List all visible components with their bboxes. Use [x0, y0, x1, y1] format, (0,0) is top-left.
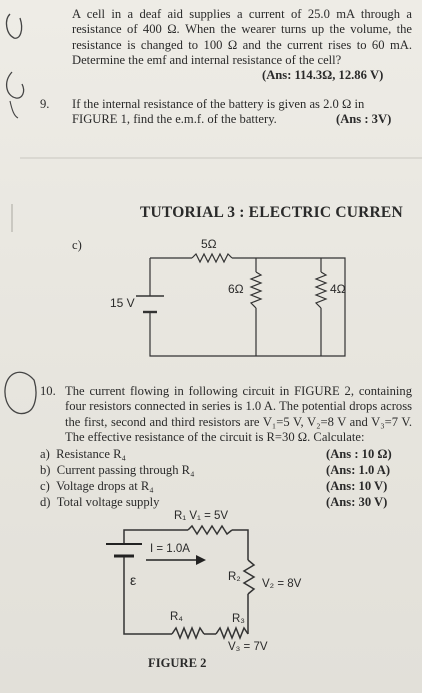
fig2-r2-label: R₂	[228, 571, 241, 583]
problem-10-text: The current flowing in following circuit…	[65, 384, 412, 444]
question-d-answer: (Ans: 30 V)	[326, 495, 388, 509]
fig2-top-right-wire	[232, 529, 249, 560]
problem-a-answer: (Ans: 114.3Ω, 12.86 V)	[262, 68, 384, 82]
fig2-r4-label: R₄	[170, 611, 183, 623]
resistor-r1	[187, 524, 233, 536]
question-b-text: b) Current passing through R₄	[40, 463, 195, 477]
fig2-emf-label: ε	[130, 572, 137, 588]
fig2-v2-label: V₂ = 8V	[262, 578, 302, 590]
problem-9-answer: (Ans : 3V)	[336, 112, 392, 126]
resistor-5ohm-label: 5Ω	[201, 237, 217, 251]
question-d-text: d) Total voltage supply	[40, 495, 160, 509]
resistor-r2	[242, 559, 256, 595]
figure-2-caption: FIGURE 2	[148, 656, 207, 670]
resistor-5ohm	[191, 252, 233, 264]
fig2-bottom-left-wire	[123, 556, 172, 635]
problem-a-text: A cell in a deaf aid supplies a current …	[72, 7, 412, 67]
pen-mark-1	[5, 13, 23, 39]
pen-mark-10	[4, 371, 37, 415]
resistor-6ohm	[249, 271, 263, 309]
question-c-answer: (Ans: 10 V)	[326, 479, 388, 493]
resistor-r3	[215, 625, 249, 641]
fig2-top-wire	[123, 529, 188, 544]
fig2-current-label: I = 1.0A	[150, 543, 190, 555]
current-arrow-head	[196, 555, 206, 565]
question-a-answer: (Ans : 10 Ω)	[326, 447, 392, 461]
pen-mark-3	[9, 100, 19, 119]
problem-10-number: 10.	[40, 384, 56, 398]
resistor-4ohm	[314, 271, 328, 309]
question-b-answer: (Ans: 1.0 A)	[326, 463, 391, 477]
tutorial-title: TUTORIAL 3 : ELECTRIC CURREN	[140, 204, 403, 221]
resistor-6ohm-label: 6Ω	[228, 282, 244, 296]
question-a-text: a) Resistance R₄	[40, 447, 126, 461]
battery-label: 15 V	[110, 296, 135, 310]
resistor-4ohm-label: 4Ω	[330, 282, 346, 296]
circuit-c-label: c)	[72, 238, 82, 252]
fig2-top-label: R₁ V₁ = 5V	[174, 510, 229, 522]
fig2-r3-label: R₃	[232, 613, 245, 625]
problem-9-number: 9.	[40, 97, 50, 111]
problem-9-text: If the internal resistance of the batter…	[72, 97, 365, 127]
circuit-c-wire	[149, 257, 346, 357]
fig2-v3-label: V₃ = 7V	[228, 641, 268, 653]
question-c-text: c) Voltage drops at R₄	[40, 479, 154, 493]
resistor-r4	[171, 625, 205, 641]
pen-mark-2	[6, 71, 25, 99]
